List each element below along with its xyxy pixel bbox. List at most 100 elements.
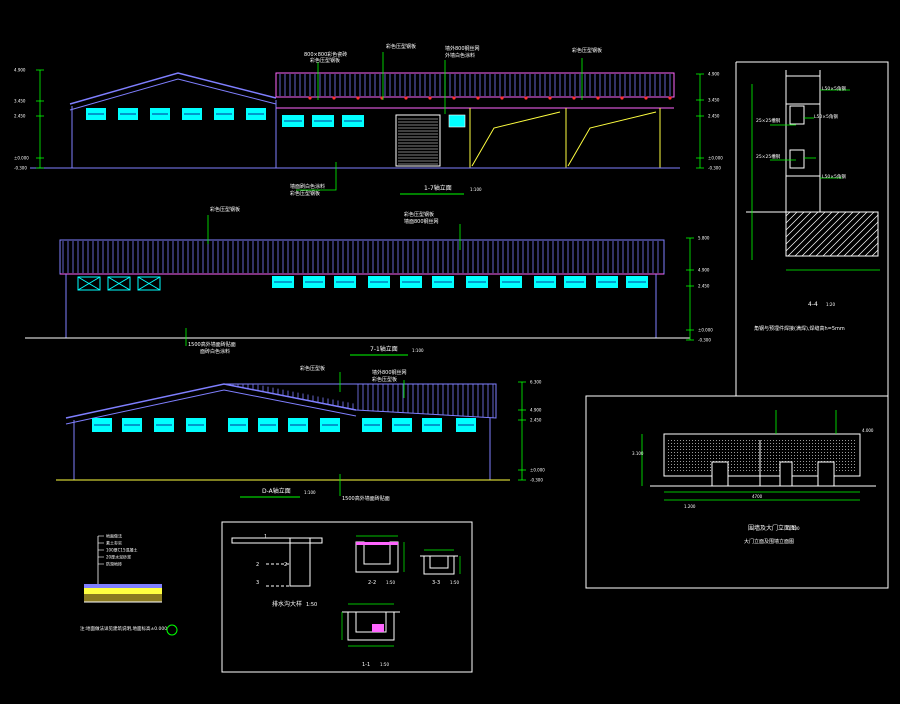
texture-dot (755, 449, 756, 450)
leaders (751, 84, 880, 271)
texture-dot (749, 452, 750, 453)
texture-dot (824, 440, 825, 441)
texture-dot (701, 455, 702, 456)
texture-dot (833, 458, 834, 459)
texture-dot (818, 458, 819, 459)
drawing-subtitle: 大门立面及围墙立面图 (744, 538, 794, 545)
texture-dot (677, 455, 678, 456)
texture-dot (803, 449, 804, 450)
texture-dot (851, 470, 852, 471)
texture-dot (854, 461, 855, 462)
texture-dot (797, 449, 798, 450)
texture-dot (770, 470, 771, 471)
texture-dot (707, 443, 708, 444)
texture-dot (710, 461, 711, 462)
texture-dot (698, 455, 699, 456)
texture-dot (677, 461, 678, 462)
texture-dot (701, 452, 702, 453)
note: 彩色压型钢板 (290, 190, 320, 197)
red-dot (668, 96, 672, 100)
texture-dot (824, 452, 825, 453)
texture-dot (740, 467, 741, 468)
texture-dot (797, 461, 798, 462)
texture-dot (845, 449, 846, 450)
texture-dot (767, 461, 768, 462)
section-label: 25×25槽钢 (756, 153, 781, 160)
texture-dot (683, 464, 684, 465)
texture-dot (797, 458, 798, 459)
texture-dot (809, 443, 810, 444)
texture-dot (824, 446, 825, 447)
texture-dot (701, 443, 702, 444)
texture-dot (836, 452, 837, 453)
trench-plan (289, 537, 311, 587)
level-label: 5.800 (698, 236, 710, 241)
texture-dot (749, 470, 750, 471)
texture-dot (827, 455, 828, 456)
texture-dot (761, 464, 762, 465)
foundation-hatch (785, 211, 879, 257)
texture-dot (809, 440, 810, 441)
texture-dot (815, 467, 816, 468)
texture-dot (746, 461, 747, 462)
texture-dot (809, 446, 810, 447)
texture-dot (734, 461, 735, 462)
hatch-line (785, 211, 819, 245)
texture-dot (812, 446, 813, 447)
texture-dot (704, 464, 705, 465)
texture-dot (755, 461, 756, 462)
hatch-line (836, 214, 879, 257)
texture-dot (749, 458, 750, 459)
hatch-line (787, 211, 833, 257)
texture-dot (845, 464, 846, 465)
texture-dot (815, 458, 816, 459)
texture-dot (722, 449, 723, 450)
texture-dot (788, 458, 789, 459)
drainage-trench-detail: 1 2 3 2 排水沟大样 1:50 2-2 1:50 3-3 1:50 1-1… (221, 521, 473, 673)
leaders (339, 372, 405, 496)
texture-dot (716, 449, 717, 450)
floor-layer (84, 594, 162, 602)
section-title: 3-3 (432, 580, 440, 586)
texture-dot (677, 446, 678, 447)
red-dot (548, 96, 552, 100)
texture-dot (848, 446, 849, 447)
texture-dot (839, 452, 840, 453)
texture-dot (791, 443, 792, 444)
texture-dot (836, 440, 837, 441)
red-dot (572, 96, 576, 100)
texture-dot (719, 449, 720, 450)
texture-dot (815, 455, 816, 456)
texture-dot (803, 446, 804, 447)
texture-dot (815, 452, 816, 453)
red-dot (308, 96, 312, 100)
texture-dot (731, 458, 732, 459)
texture-dot (797, 467, 798, 468)
texture-dot (698, 452, 699, 453)
level-label: -0.300 (698, 338, 711, 343)
section-title: 2-2 (368, 580, 376, 586)
texture-dot (674, 452, 675, 453)
texture-dot (803, 455, 804, 456)
texture-dot (842, 452, 843, 453)
texture-dot (845, 470, 846, 471)
texture-dot (716, 446, 717, 447)
texture-dot (782, 440, 783, 441)
texture-dot (842, 467, 843, 468)
texture-dot (704, 440, 705, 441)
texture-dot (686, 446, 687, 447)
hatch-line (871, 249, 879, 257)
texture-dot (677, 464, 678, 465)
texture-dot (845, 461, 846, 462)
texture-dot (839, 449, 840, 450)
texture-dot (809, 470, 810, 471)
angle-steel (785, 75, 821, 105)
texture-dot (749, 443, 750, 444)
level-label: 4.900 (698, 268, 710, 273)
texture-dot (719, 455, 720, 456)
texture-dot (839, 458, 840, 459)
texture-dot (701, 470, 702, 471)
texture-dot (803, 470, 804, 471)
